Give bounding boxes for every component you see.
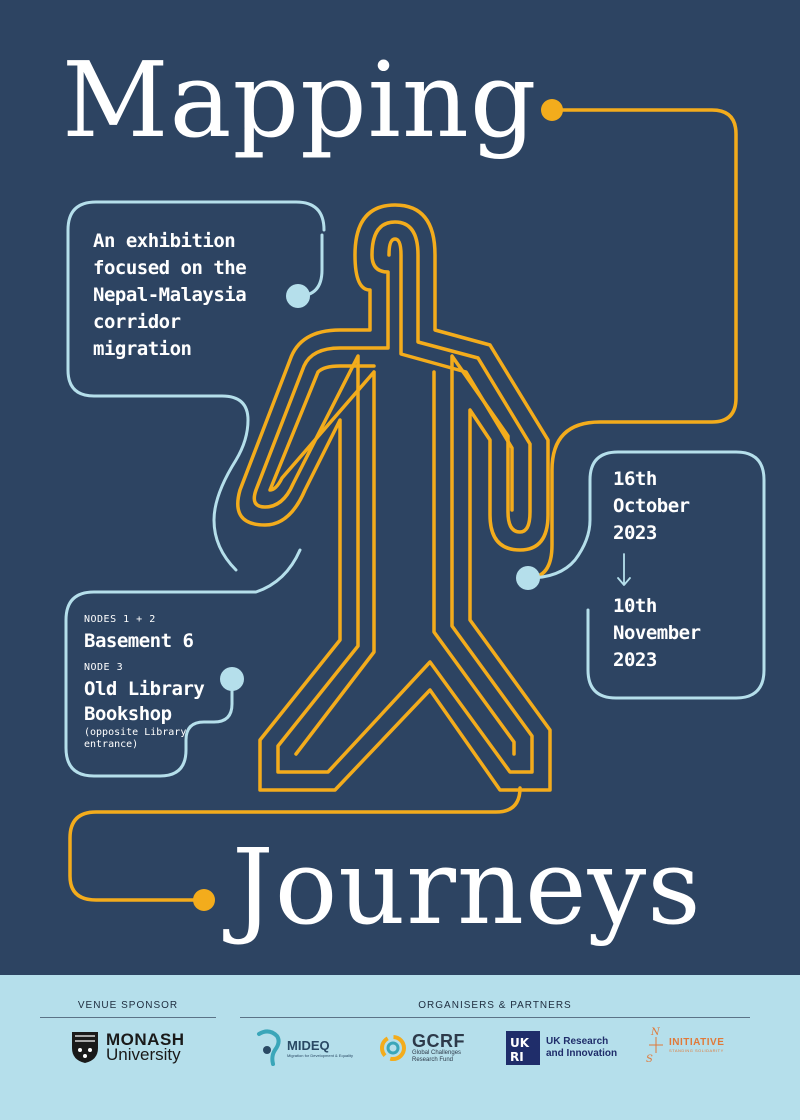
desc-line: migration (93, 338, 192, 360)
title-journeys: Journeys (232, 826, 702, 948)
node-b-label: NODE 3 (84, 662, 124, 673)
blue-date-box (526, 450, 766, 700)
start-day: 16th (613, 468, 657, 490)
partners-label: ORGANISERS & PARTNERS (418, 1000, 572, 1011)
sponsor-footer (0, 975, 800, 1120)
figure-outline-outer (236, 203, 552, 792)
ns-sub: STANDING SOLIDARITY (669, 1048, 724, 1053)
mideq-name: MIDEQ (287, 1038, 330, 1053)
ns-initiative-logo: N S INITIATIVE STANDING SOLIDARITY (643, 1025, 724, 1065)
mideq-sub: Migration for Development & Equality (287, 1053, 354, 1058)
gcrf-logo: GCRF Global Challenges Research Fund (378, 1032, 465, 1064)
monash-name: MONASH (106, 1030, 185, 1049)
figure-outline-mid (252, 220, 534, 774)
exhibition-dates: 16th October 2023 10th November 2023 (613, 466, 743, 674)
gold-dot-bottom (193, 889, 215, 911)
monash-logo: MONASH University (70, 1030, 185, 1064)
blue-venue-box (64, 548, 302, 778)
compass-icon: N S (646, 1027, 663, 1065)
desc-line: An exhibition (93, 230, 236, 252)
gcrf-sub: Research Fund (412, 1057, 454, 1063)
desc-line: corridor (93, 311, 181, 333)
ns-name: INITIATIVE (669, 1037, 725, 1048)
desc-line: focused on the (93, 257, 247, 279)
end-month: November (613, 622, 701, 644)
node-b-note: entrance) (84, 739, 139, 750)
svg-text:UK: UK (510, 1036, 530, 1050)
svg-text:N: N (650, 1027, 661, 1038)
gold-route-top (526, 108, 738, 580)
ukri-line: and Innovation (546, 1048, 618, 1059)
arrow-down-icon (617, 553, 631, 586)
poster: Mapping Journeys An exhibition focused o… (62, 39, 766, 948)
blue-desc-box (66, 200, 326, 572)
line-art (64, 99, 766, 911)
node-b-place: Bookshop (84, 703, 172, 725)
exhibition-description: An exhibition focused on the Nepal-Malay… (93, 228, 303, 363)
ukri-logo: UK RI UK Research and Innovation (506, 1031, 617, 1065)
start-month: October (613, 495, 690, 517)
divider (240, 1017, 750, 1018)
node-b-note: (opposite Library (84, 727, 187, 738)
desc-line: Nepal-Malaysia (93, 284, 247, 306)
mideq-logo: MIDEQ Migration for Development & Equali… (255, 1028, 353, 1068)
ukri-line: UK Research (546, 1036, 609, 1047)
node-a-label: NODES 1 + 2 (84, 614, 156, 625)
title-mapping: Mapping (62, 39, 538, 161)
gold-dot-top (541, 99, 563, 121)
mideq-mark-icon (257, 1029, 281, 1066)
end-year: 2023 (613, 649, 657, 671)
figure-outline-inner (268, 237, 516, 756)
start-year: 2023 (613, 522, 657, 544)
svg-text:RI: RI (510, 1050, 524, 1064)
venue-sponsor-label: VENUE SPONSOR (77, 1000, 179, 1011)
gcrf-mark-icon (380, 1035, 406, 1061)
end-day: 10th (613, 595, 657, 617)
gcrf-name: GCRF (412, 1031, 465, 1051)
blue-dot-date (516, 566, 540, 590)
monash-crest-icon (72, 1032, 98, 1063)
ukri-mark-icon: UK RI (506, 1031, 540, 1065)
gold-route-bottom (68, 786, 522, 902)
blue-dot-desc (286, 284, 310, 308)
gcrf-sub: Global Challenges (412, 1050, 462, 1056)
node-a-place: Basement 6 (84, 630, 194, 652)
svg-text:S: S (646, 1054, 653, 1065)
blue-dot-venue (220, 667, 244, 691)
node-b-place: Old Library (84, 678, 205, 700)
monash-sub: University (106, 1045, 181, 1064)
venue-info: NODES 1 + 2 Basement 6 NODE 3 Old Librar… (84, 614, 264, 751)
divider (40, 1017, 216, 1018)
